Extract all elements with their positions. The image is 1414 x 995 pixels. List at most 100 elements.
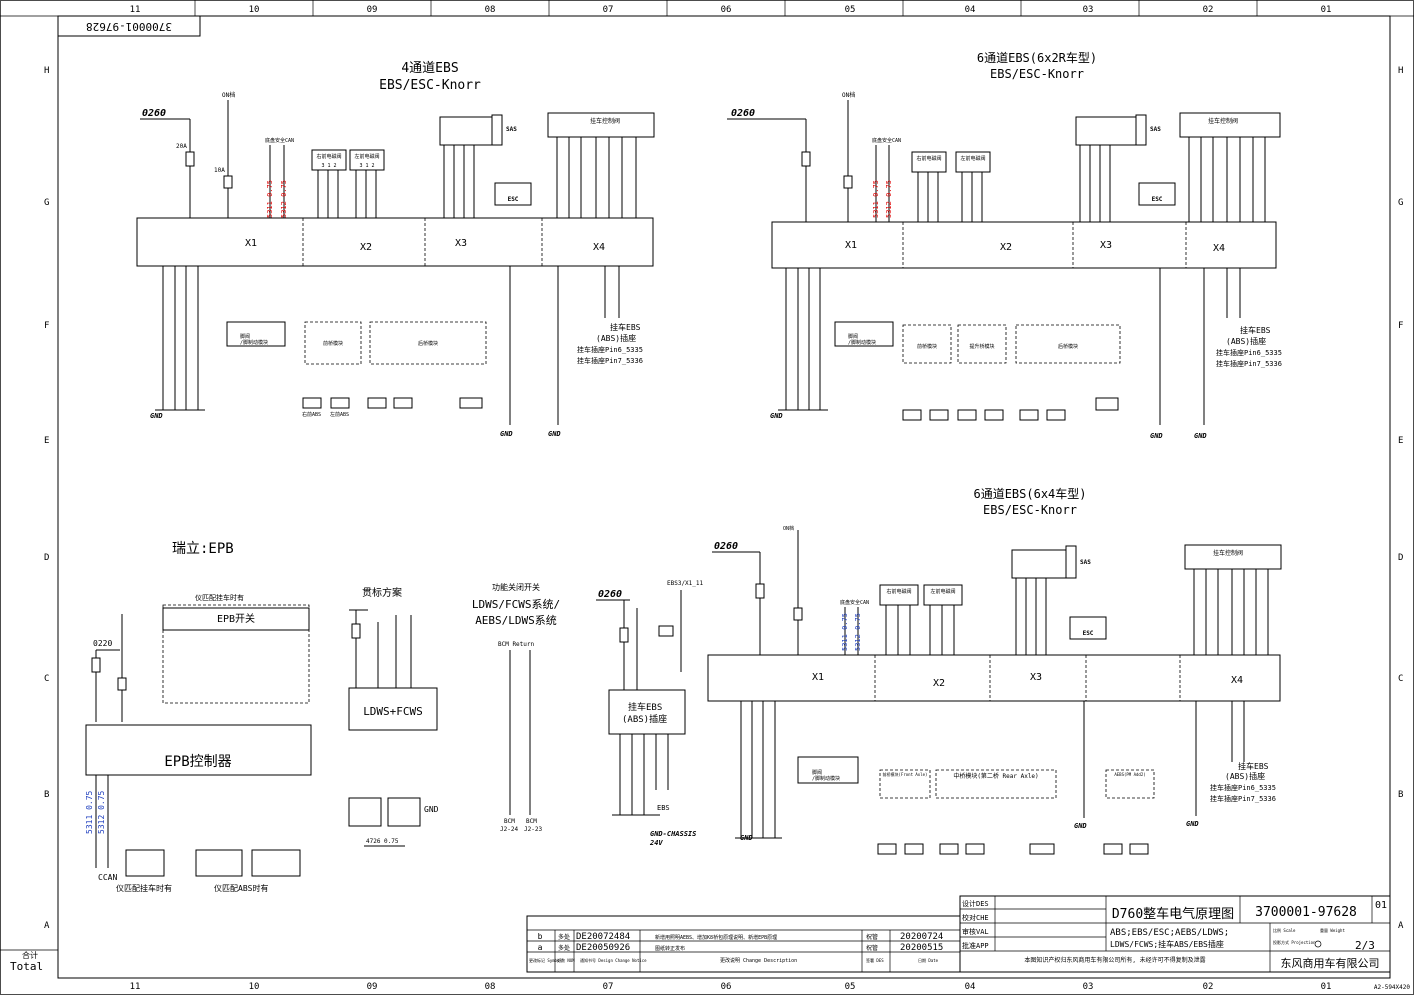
fuse-0260: 0260 (142, 108, 166, 119)
svg-text:仪匹配挂车时有: 仪匹配挂车时有 (195, 593, 244, 602)
svg-text:BCM: BCM (526, 818, 537, 825)
red-wire-labels: 5311 0.75 5312 0.75 5311 0.75 5312 0.75 … (266, 180, 893, 651)
col-label: 06 (721, 5, 732, 15)
svg-text:左前ABS: 左前ABS (330, 411, 349, 418)
svg-text:(ABS)插座: (ABS)插座 (622, 713, 667, 725)
svg-text:/脚制动模块: /脚制动模块 (848, 339, 876, 346)
svg-text:b: b (538, 932, 543, 941)
svg-text:X1: X1 (845, 240, 857, 251)
svg-text:ESC: ESC (1083, 630, 1094, 637)
col-label: 08 (485, 982, 496, 992)
svg-text:GND: GND (500, 430, 513, 438)
title-block: 设计DES 校对CHE 审核VAL 批准APP D760整车电气原理图 3700… (959, 895, 1391, 973)
svg-text:处数 NUM: 处数 NUM (557, 957, 575, 963)
svg-text:底盘安全CAN: 底盘安全CAN (872, 137, 901, 144)
svg-text:右前电磁阀: 右前电磁阀 (316, 153, 341, 160)
revision-table: b 多处 DE20072484 新增用照明AEBS、增加K8桥包原理说明、新增E… (526, 915, 961, 973)
wire-5311-blue: 5311 0.75 (85, 790, 94, 834)
svg-text:多处: 多处 (558, 944, 570, 952)
section-trailer-ebs-socket: 0260 EBS3/X1_11 挂车EBS (ABS)插座 EBS GND-CH… (596, 580, 704, 847)
col-label: 09 (367, 5, 378, 15)
svg-text:新增用照明AEBS、增加K8桥包原理说明、新增EPB原理: 新增用照明AEBS、增加K8桥包原理说明、新增EPB原理 (655, 934, 777, 941)
svg-text:/脚制动模块: /脚制动模块 (240, 339, 268, 346)
col-label: 02 (1203, 5, 1214, 15)
svg-text:X2: X2 (1000, 242, 1012, 253)
section-ebs-4ch: 4通道EBS EBS/ESC-Knorr 0260 20A ON档 10A 底盘… (136, 61, 655, 438)
inner-frame (57, 15, 1391, 979)
col-label: 10 (249, 982, 260, 992)
svg-text:挂车插座Pin6_5335: 挂车插座Pin6_5335 (1216, 348, 1282, 357)
svg-text:投影方式 Projection: 投影方式 Projection (1273, 939, 1316, 945)
section-title-en: EBS/ESC-Knorr (983, 503, 1077, 517)
svg-text:脚阀: 脚阀 (848, 333, 858, 340)
svg-text:3700001-97628: 3700001-97628 (86, 20, 172, 33)
svg-text:ESC: ESC (1152, 196, 1163, 203)
sas-label: SAS (506, 126, 517, 133)
esc-box (494, 182, 532, 206)
svg-text:左前电磁阀: 左前电磁阀 (930, 588, 955, 595)
row-label: A (44, 921, 50, 931)
svg-text:10A: 10A (214, 167, 225, 174)
svg-text:挂车控制阀: 挂车控制阀 (1208, 117, 1238, 125)
svg-text:SAS: SAS (1150, 126, 1161, 133)
company-name: 东风商用车有限公司 (1281, 956, 1380, 970)
col-label: 04 (965, 5, 976, 15)
svg-text:合计: 合计 (22, 950, 38, 960)
svg-text:右前电磁阀: 右前电磁阀 (916, 155, 941, 162)
row-label: H (44, 66, 49, 76)
svg-text:GND: GND (424, 805, 439, 814)
svg-text:24V: 24V (649, 839, 663, 847)
svg-text:SAS: SAS (1080, 559, 1091, 566)
svg-text:AEBS(PM Add2): AEBS(PM Add2) (1114, 772, 1145, 777)
col-label: 03 (1083, 5, 1094, 15)
row-label: D (44, 553, 49, 563)
fuse-20a (185, 151, 195, 167)
svg-text:X4: X4 (1231, 675, 1243, 686)
row-label: A (1398, 921, 1404, 931)
svg-text:挂车插座Pin7_5336: 挂车插座Pin7_5336 (1216, 359, 1282, 368)
section-title-cn: 功能关闭开关 (492, 582, 540, 592)
row-grid: H G F E D C B A H G F E D C B A (44, 66, 1404, 931)
svg-text:EPB控制器: EPB控制器 (164, 754, 231, 770)
svg-text:中桥模块(第二桥 Rear Axle): 中桥模块(第二桥 Rear Axle) (953, 772, 1038, 780)
drawing-number: 3700001-97628 (1255, 905, 1357, 920)
svg-text:4726 0.75: 4726 0.75 (366, 838, 399, 845)
svg-text:EPB开关: EPB开关 (217, 612, 255, 625)
svg-text:右前ABS: 右前ABS (302, 411, 321, 418)
svg-text:审核VAL: 审核VAL (962, 927, 989, 936)
svg-text:5311 0.75: 5311 0.75 (266, 180, 274, 218)
trailer-control-valve (547, 112, 655, 138)
left-valve-box (349, 149, 385, 171)
svg-text:GND: GND (740, 834, 753, 842)
svg-text:批准APP: 批准APP (962, 941, 989, 950)
svg-text:前桥模块(Front Axle): 前桥模块(Front Axle) (883, 771, 928, 777)
svg-text:GND: GND (548, 430, 561, 438)
svg-text:挂车控制阀: 挂车控制阀 (590, 117, 620, 125)
section-function-switch: 功能关闭开关 LDWS/FCWS系统/ AEBS/LDWS系统 BCM Retu… (472, 582, 560, 833)
drawing-rev: 01 (1375, 900, 1387, 911)
svg-text:BCM: BCM (504, 818, 515, 825)
front-axle-module (304, 321, 362, 365)
svg-text:EBS3/X1_11: EBS3/X1_11 (667, 580, 704, 587)
section-title-en: EBS/ESC-Knorr (379, 78, 481, 93)
col-label: 05 (845, 982, 856, 992)
svg-text:5312 0.75: 5312 0.75 (854, 613, 862, 651)
svg-text:0220: 0220 (93, 639, 112, 648)
svg-text:前桥模块: 前桥模块 (323, 340, 343, 347)
col-label: 01 (1321, 982, 1332, 992)
section-ebs-6ch-6x4: 6通道EBS(6x4车型) EBS/ESC-Knorr 0260 ON档 底盘安… (707, 486, 1282, 855)
col-label: 06 (721, 982, 732, 992)
svg-text:20A: 20A (176, 143, 187, 150)
svg-text:DE20072484: DE20072484 (576, 932, 630, 942)
col-label: 10 (249, 5, 260, 15)
col-label: 11 (130, 5, 141, 15)
col-label: 07 (603, 982, 614, 992)
section-title-cn: 4通道EBS (401, 61, 458, 76)
svg-text:20200515: 20200515 (900, 943, 943, 953)
section-title-cn: 6通道EBS(6x4车型) (973, 486, 1086, 501)
svg-text:X1: X1 (245, 238, 257, 249)
col-label: 01 (1321, 5, 1332, 15)
svg-text:LDWS/FCWS;挂车ABS/EBS插座: LDWS/FCWS;挂车ABS/EBS插座 (1110, 939, 1224, 949)
svg-text:X4: X4 (593, 242, 605, 253)
